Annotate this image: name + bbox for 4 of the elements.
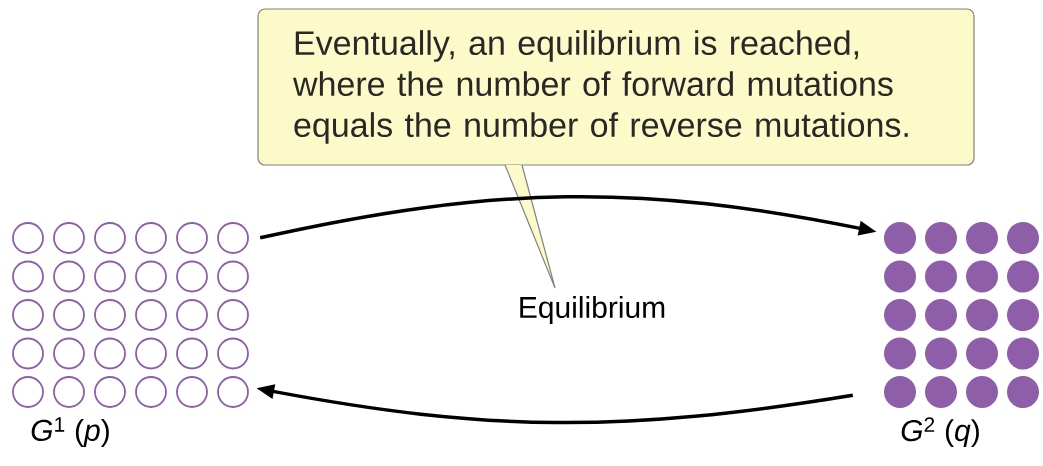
group-label: G$^{1}$ (p) xyxy=(31,417,109,447)
callout-box: Eventually, an equilibrium is reached, where the number of forward mutations equals the number of reverse mutations. xyxy=(257,8,975,289)
group-label: G$^{2}$ (q) xyxy=(901,417,979,448)
diagram-label: Equilibrium xyxy=(520,296,665,324)
